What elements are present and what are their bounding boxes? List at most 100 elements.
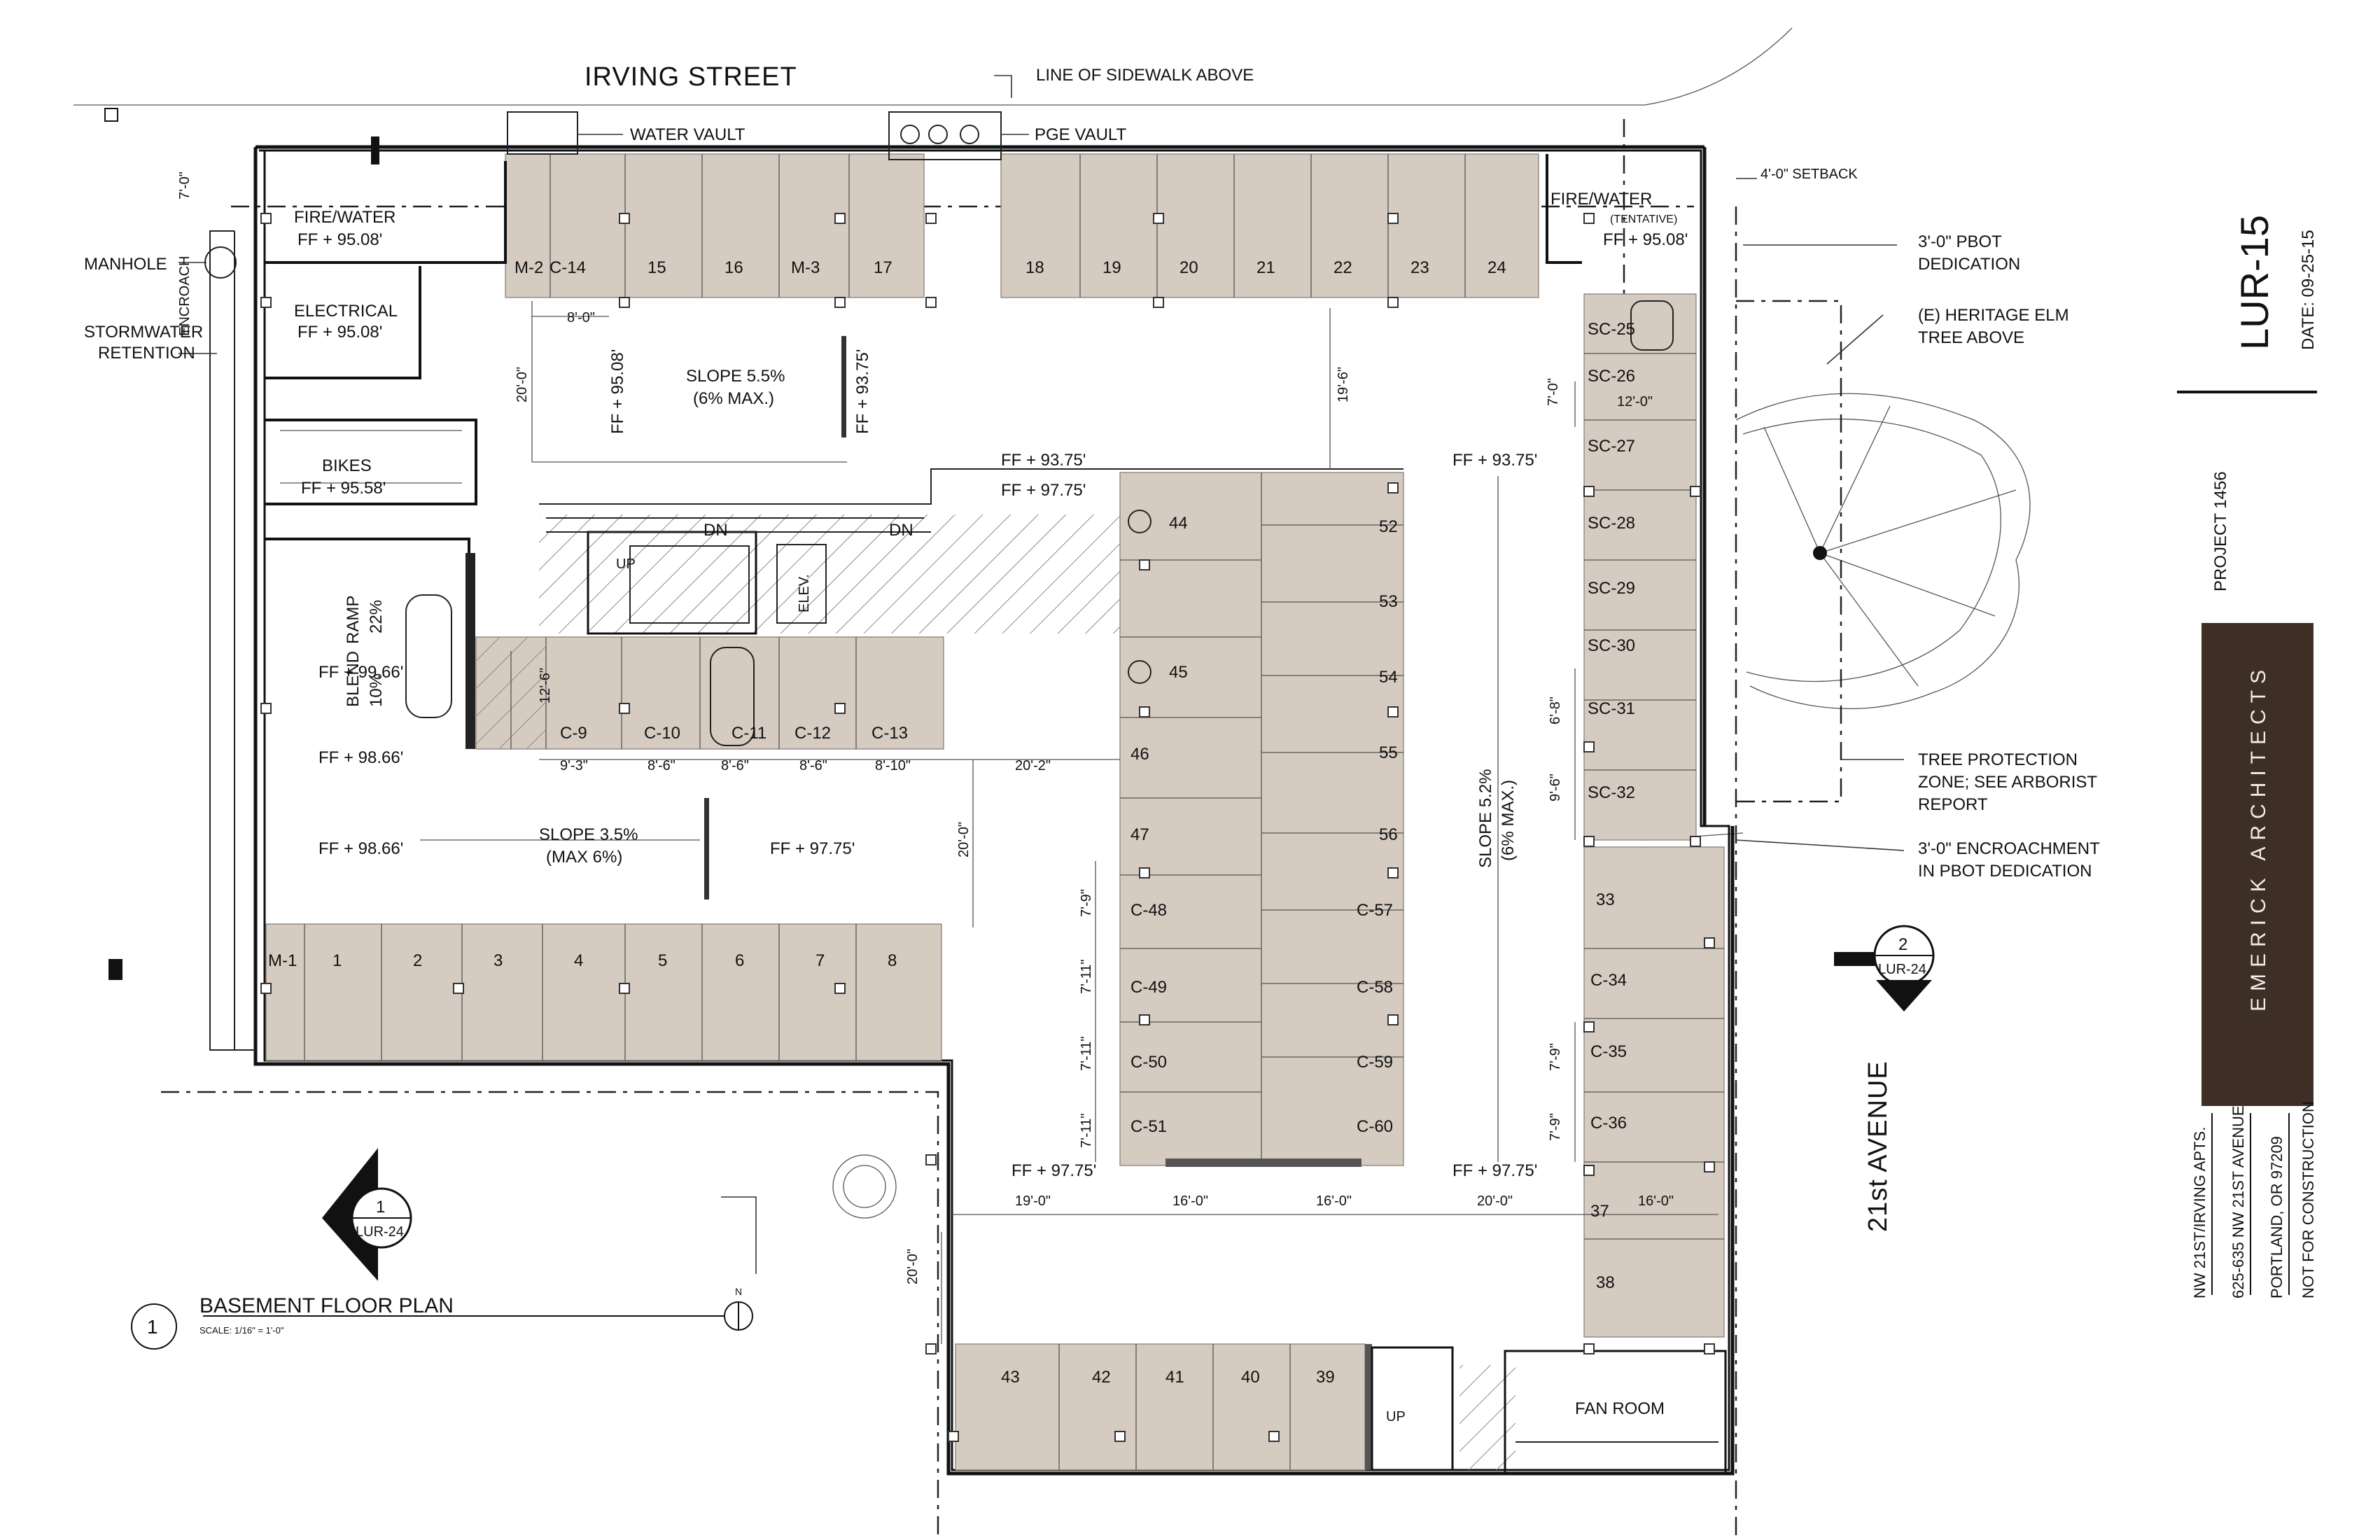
encroach-callout-2: IN PBOT DEDICATION <box>1918 862 2092 881</box>
stall-33: 33 <box>1596 890 1615 909</box>
slope-top-max: (6% MAX.) <box>693 389 774 408</box>
stall-44: 44 <box>1169 514 1188 533</box>
electrical-ff: FF + 95.08' <box>298 323 382 342</box>
street-labels: IRVING STREET 21st AVENUE <box>584 62 1893 1232</box>
plan-number: 1 <box>147 1316 158 1338</box>
dim-7-11-b: 7'-11" <box>1079 1037 1094 1071</box>
stalls-sc-column <box>1583 293 1697 841</box>
slope-mid-max: (MAX 6%) <box>546 848 622 867</box>
up-label-2: UP <box>1386 1409 1406 1424</box>
address-line-2: 625-635 NW 21ST AVENUE <box>2230 1105 2247 1298</box>
stall-18: 18 <box>1026 258 1044 277</box>
dim-20-0-b: 20'-0" <box>956 822 972 858</box>
stall-43: 43 <box>1001 1368 1020 1387</box>
stall-42: 42 <box>1092 1368 1111 1387</box>
dim-9-6: 9'-6" <box>1548 774 1563 802</box>
stall-2: 2 <box>413 951 422 970</box>
stalls-bottom-left <box>265 923 942 1061</box>
dim-12-6: 12'-6" <box>538 668 553 704</box>
stall-54: 54 <box>1379 668 1398 687</box>
ramp-label: RAMP <box>344 596 363 644</box>
dim-8-0: 8'-0" <box>567 310 595 326</box>
stall-24: 24 <box>1488 258 1506 277</box>
manhole-callout: MANHOLE <box>84 255 167 274</box>
ff-9375-b: FF + 93.75' <box>1452 451 1537 470</box>
title-block: 1 BASEMENT FLOOR PLAN SCALE: 1/16" = 1'-… <box>147 215 2318 1338</box>
encroach-label: ENCROACH <box>177 256 192 336</box>
small-tree-icon <box>832 1154 897 1219</box>
left-callouts: MANHOLE STORMWATER RETENTION 7'-0" ENCRO… <box>84 172 203 363</box>
plan-number-circle <box>131 1303 177 1350</box>
stormwater-callout: STORMWATER <box>84 323 203 342</box>
stall-c-57: C-57 <box>1357 901 1393 920</box>
stall-sc-27: SC-27 <box>1588 437 1635 456</box>
stalls-bottom <box>955 1343 1372 1471</box>
stall-40: 40 <box>1241 1368 1260 1387</box>
stall-c-50: C-50 <box>1130 1053 1167 1072</box>
stall-m-2: M-2 <box>514 258 543 277</box>
stall-20: 20 <box>1180 258 1198 277</box>
stall-23: 23 <box>1410 258 1429 277</box>
stall-53: 53 <box>1379 592 1398 611</box>
stall-c-51: C-51 <box>1130 1117 1167 1136</box>
irving-street-label: IRVING STREET <box>584 62 797 92</box>
tpz-callout-2: ZONE; SEE ARBORIST <box>1918 773 2097 792</box>
elm-callout-2: TREE ABOVE <box>1918 328 2024 347</box>
dim-19-0: 19'-0" <box>1015 1194 1051 1209</box>
stall-m-1: M-1 <box>268 951 297 970</box>
tpz-callout-1: TREE PROTECTION <box>1918 750 2078 769</box>
marker-block <box>371 136 379 164</box>
stall-16: 16 <box>724 258 743 277</box>
marker1-ref: LUR-24 <box>356 1224 404 1240</box>
dim-7-0: 7'-0" <box>1546 378 1561 406</box>
stall-c-13: C-13 <box>872 724 908 743</box>
stall-22: 22 <box>1334 258 1352 277</box>
dim-7-9-a: 7'-9" <box>1079 889 1094 917</box>
stall-m-3: M-3 <box>791 258 820 277</box>
stall-sc-31: SC-31 <box>1588 699 1635 718</box>
ff-9775-a: FF + 97.75' <box>1001 481 1086 500</box>
setback-callout: 4'-0" SETBACK <box>1760 167 1858 182</box>
water-vault-callout: WATER VAULT <box>630 125 746 144</box>
stall-6: 6 <box>735 951 744 970</box>
stall-19: 19 <box>1102 258 1121 277</box>
tpz-callout-3: REPORT <box>1918 795 1988 814</box>
tentative-label: (TENTATIVE) <box>1610 214 1677 225</box>
stall-c-59: C-59 <box>1357 1053 1393 1072</box>
marker-block <box>108 959 122 980</box>
dim-20-0-d: 20'-0" <box>905 1249 920 1284</box>
car-icons <box>405 300 1674 746</box>
stall-sc-25: SC-25 <box>1588 320 1635 339</box>
dim-7-11-a: 7'-11" <box>1079 960 1094 994</box>
stall-c-60: C-60 <box>1357 1117 1393 1136</box>
dim-12-0: 12'-0" <box>1617 394 1653 410</box>
ff-9775-d: FF + 97.75' <box>1452 1161 1537 1180</box>
dim-16-0-c: 16'-0" <box>1638 1194 1674 1209</box>
slope-mid: SLOPE 3.5% <box>539 825 638 844</box>
dn-label-2: DN <box>889 521 913 540</box>
pbot-callout-1: 3'-0" PBOT <box>1918 232 2002 251</box>
section-marker-1 <box>322 1148 412 1281</box>
dim-20-0-c: 20'-0" <box>1477 1194 1513 1209</box>
dim-6-8: 6'-8" <box>1548 696 1563 724</box>
encroach-dim: 7'-0" <box>177 172 192 200</box>
stall-sc-32: SC-32 <box>1588 783 1635 802</box>
dim-7-11-c: 7'-11" <box>1079 1114 1094 1148</box>
stall-sc-29: SC-29 <box>1588 579 1635 598</box>
stall-c-9: C-9 <box>560 724 587 743</box>
accessible-icon <box>1128 510 1152 533</box>
heritage-elm-tree-icon <box>1735 300 2031 803</box>
elev-label: ELEV. <box>797 574 812 612</box>
retention-callout: RETENTION <box>98 344 195 363</box>
dim-20-2: 20'-2" <box>1015 758 1051 774</box>
dimension-labels: 8'-0" 20'-0" 19'-6" 7'-0" 12'-0" 12'-6" … <box>514 310 1674 1284</box>
ramp-pct: 22% <box>367 600 386 634</box>
blend-pct: 10% <box>367 673 386 707</box>
stall-55: 55 <box>1379 743 1398 762</box>
dim-16-0-b: 16'-0" <box>1316 1194 1352 1209</box>
stall-4: 4 <box>574 951 583 970</box>
up-label-1: UP <box>616 556 636 572</box>
address-line-4: NOT FOR CONSTRUCTION <box>2300 1101 2317 1298</box>
encroach-callout-1: 3'-0" ENCROACHMENT <box>1918 839 2100 858</box>
